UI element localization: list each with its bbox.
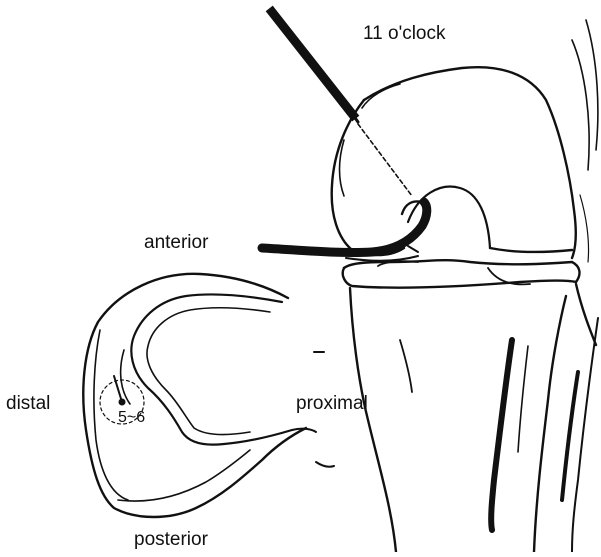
position-range-label: 5~6 bbox=[118, 410, 145, 426]
clock-position-label: 11 o'clock bbox=[363, 24, 446, 43]
proximal-label: proximal bbox=[296, 394, 368, 413]
tibia-outline bbox=[343, 260, 596, 552]
meniscus-inner-rim bbox=[121, 294, 292, 444]
femur-outline bbox=[332, 67, 576, 258]
position-dot bbox=[119, 399, 126, 406]
fibula-strokes bbox=[400, 318, 598, 552]
meniscus-outline bbox=[83, 274, 306, 517]
anterior-label: anterior bbox=[144, 233, 208, 252]
posterior-label: posterior bbox=[134, 530, 208, 549]
distal-label: distal bbox=[6, 394, 50, 413]
